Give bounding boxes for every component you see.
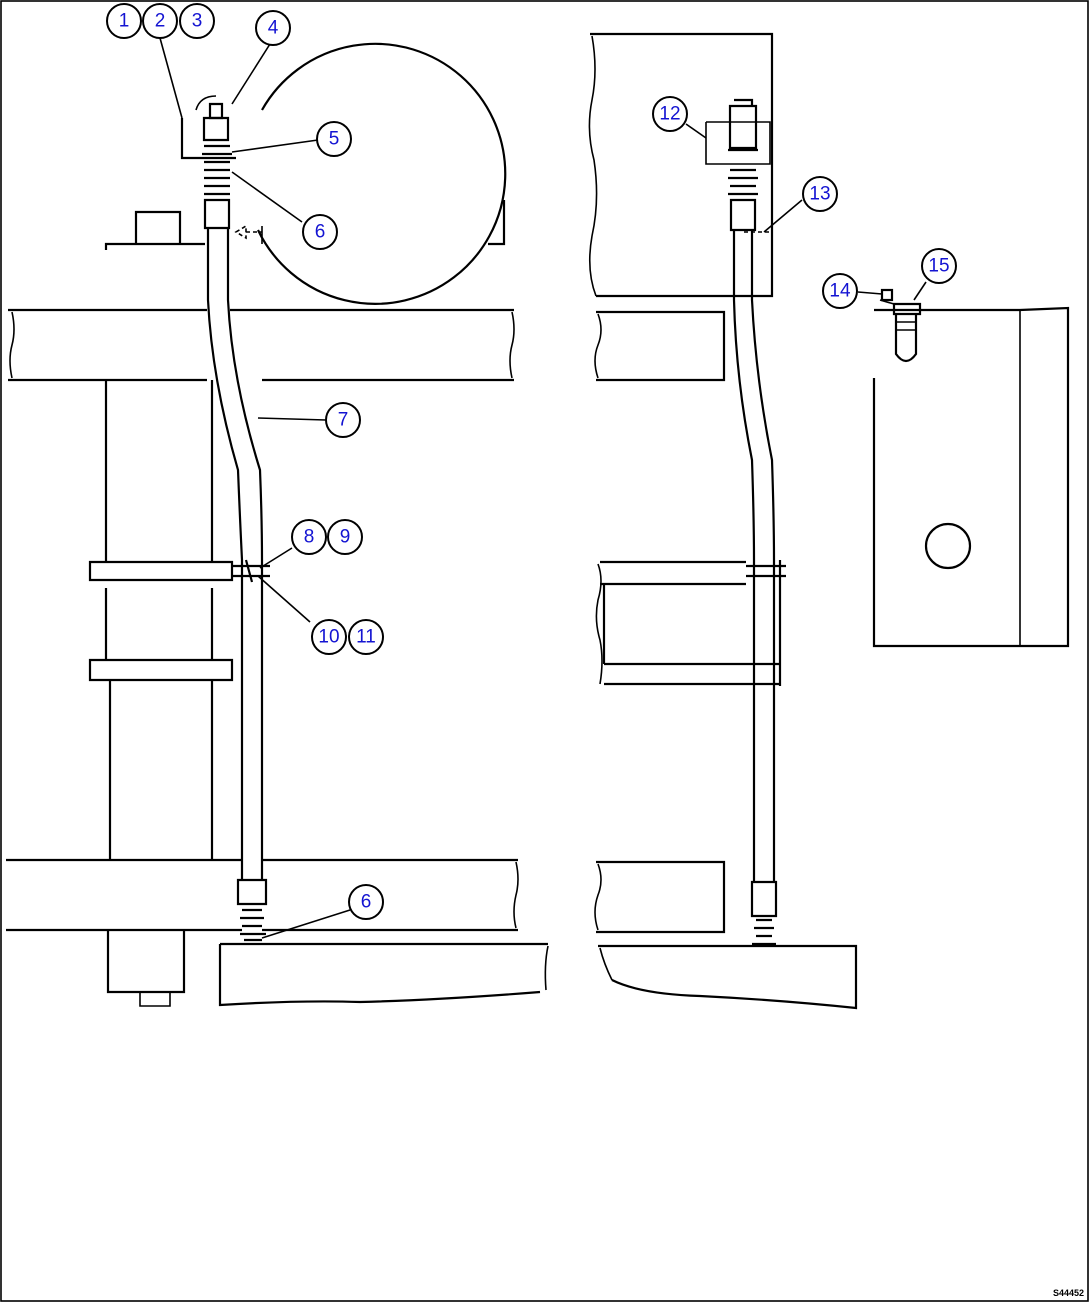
right-lower-housing: [598, 944, 858, 1010]
leader-lines: [159, 37, 927, 939]
callout-6-lower: 6: [348, 884, 384, 920]
callout-label: 5: [329, 129, 340, 150]
callout-4: 4: [255, 10, 291, 46]
callout-label: 1: [119, 11, 130, 32]
tank-block: [590, 32, 774, 298]
callout-label: 14: [829, 281, 851, 302]
callout-1: 1: [106, 3, 142, 39]
valve-body: [180, 116, 236, 160]
callout-10: 10: [311, 619, 347, 655]
breather-cap: [892, 302, 922, 363]
callout-7: 7: [325, 402, 361, 438]
vertical-frame-member: [104, 380, 214, 860]
callout-5: 5: [316, 121, 352, 157]
callout-label: 3: [192, 11, 203, 32]
callout-label: 15: [928, 256, 949, 277]
callout-label: 8: [304, 527, 315, 548]
callout-label: 11: [356, 627, 376, 648]
callout-label: 9: [340, 527, 351, 548]
callout-15: 15: [921, 248, 957, 284]
callout-12: 12: [652, 96, 688, 132]
callout-13: 13: [802, 176, 838, 212]
callout-8: 8: [291, 519, 327, 555]
right-view: [588, 32, 1070, 1010]
lower-housing: [218, 942, 548, 1007]
callout-label: 4: [268, 18, 279, 39]
callout-2: 2: [142, 3, 178, 39]
upper-frame-beam: [8, 308, 514, 382]
callout-label: 12: [659, 104, 680, 125]
callout-6-upper: 6: [302, 214, 338, 250]
lower-frame-beam: [6, 858, 518, 932]
tank-port: [924, 522, 972, 570]
callout-label: 6: [315, 222, 326, 243]
callout-label: 2: [155, 11, 166, 32]
figure-code: S44452: [1052, 1288, 1084, 1298]
callout-label: 7: [338, 410, 349, 431]
callout-label: 13: [809, 184, 830, 205]
callout-label: 10: [318, 627, 339, 648]
tank-side: [872, 306, 1070, 648]
right-hose: [732, 230, 776, 882]
callout-14: 14: [822, 273, 858, 309]
hose: [206, 228, 264, 880]
left-view: [6, 42, 549, 1007]
callout-label: 6: [361, 892, 372, 913]
right-valve: [728, 98, 758, 150]
callout-11: 11: [348, 619, 384, 655]
wheel-outline: [257, 42, 507, 305]
callout-9: 9: [327, 519, 363, 555]
callout-3: 3: [179, 3, 215, 39]
hose-clamp: [232, 559, 270, 583]
